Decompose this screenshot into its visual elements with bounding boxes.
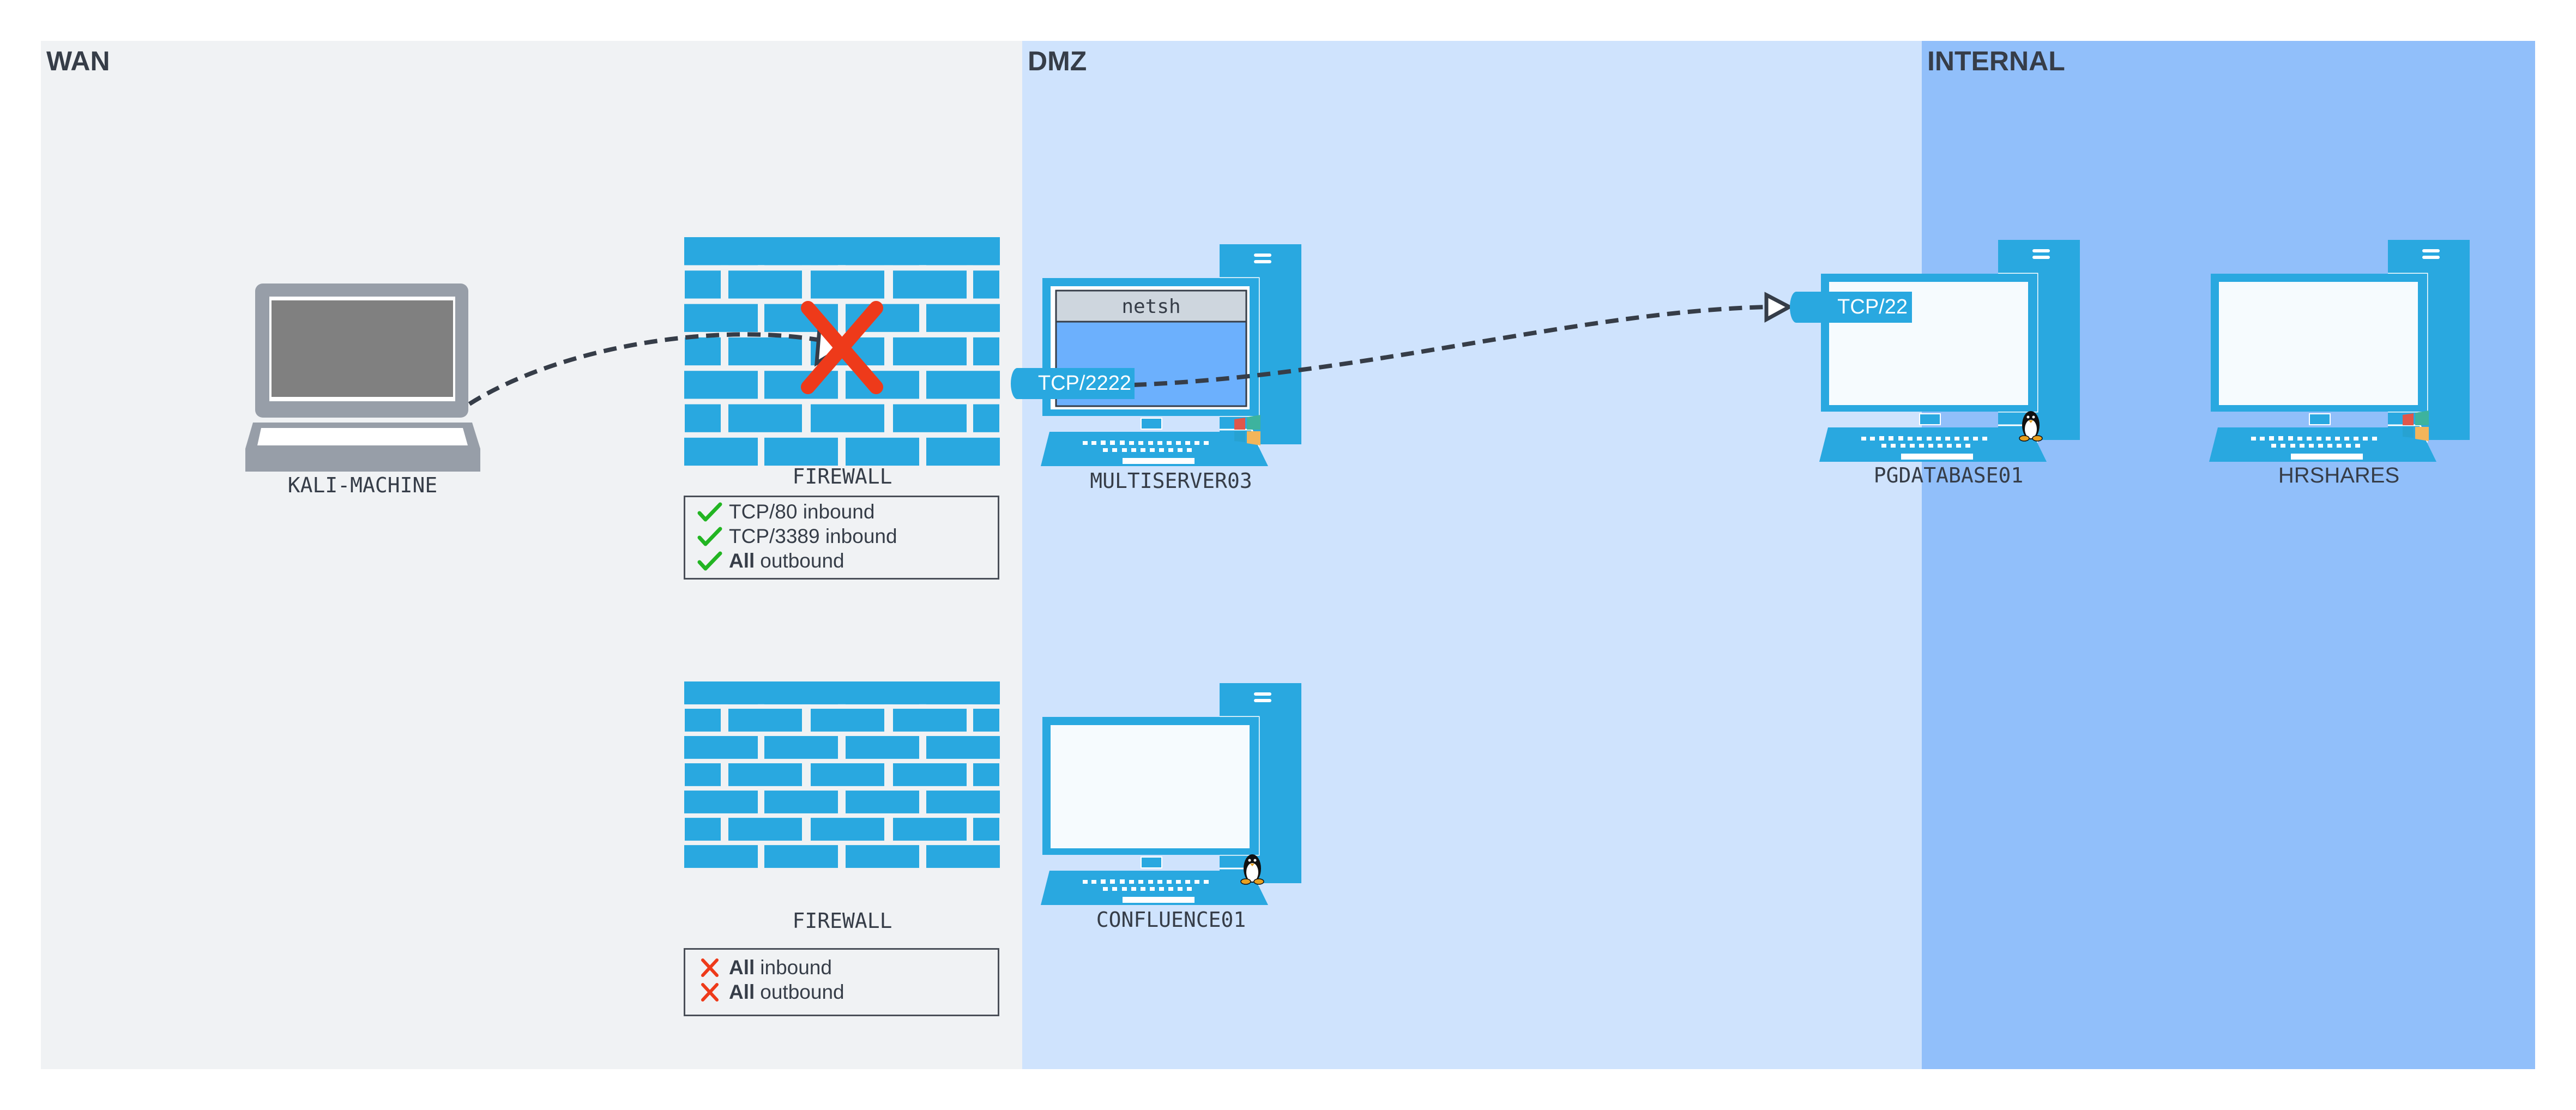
node-label-firewall-top: FIREWALL [792,464,892,488]
zone-internal: INTERNAL [1922,41,2535,1069]
node-label-confluence01: CONFLUENCE01 [1096,908,1246,932]
zone-wan: WAN [41,41,1022,1069]
rule-text: TCP/3389 inbound [729,525,897,547]
rule-scope: All [729,550,755,572]
pgdatabase01-computer-icon[interactable] [1818,239,2081,463]
x-icon [701,982,719,1002]
zone-title-wan: WAN [46,46,110,76]
check-icon [697,527,722,546]
check-icon [697,551,722,570]
rule-scope: All [729,956,755,979]
check-icon [697,502,722,521]
rule-text: outbound [760,981,844,1003]
rule-text: TCP/80 inbound [729,500,875,523]
rule-text: inbound [760,956,832,979]
port-tag-tcp-2222: TCP/2222 [1011,368,1135,399]
hrshares-computer-icon[interactable] [2208,239,2471,463]
multiserver03-computer-icon[interactable] [1040,243,1302,467]
arrowhead-icon [1764,292,1794,323]
node-label-multiserver03: MULTISERVER03 [1090,469,1252,493]
connection-kali-to-firewall [468,332,821,406]
node-label-kali-machine: KALI-MACHINE [287,473,438,497]
rule-text: outbound [760,550,844,572]
netsh-window-title: netsh [1121,295,1181,318]
confluence01-computer-icon[interactable] [1040,682,1302,906]
port-tag-tcp-22: TCP/22 [1790,292,1912,323]
zone-title-dmz: DMZ [1028,46,1087,76]
node-label-pgdatabase01: PGDATABASE01 [1873,463,2024,487]
zone-title-internal: INTERNAL [1927,46,2065,76]
node-label-firewall-bottom: FIREWALL [792,909,892,933]
rule-item: TCP/80 inbound [696,499,998,524]
firewall-bottom-icon[interactable] [684,681,1000,868]
node-label-hrshares: HRSHARES [2278,463,2400,487]
x-icon [701,958,719,977]
blocked-x-icon [801,301,883,394]
rule-scope: All [729,981,755,1003]
connection-multiserver-to-pgdatabase [1133,305,1770,387]
rule-item: TCP/3389 inbound [696,524,998,548]
laptop-icon[interactable] [245,283,480,472]
